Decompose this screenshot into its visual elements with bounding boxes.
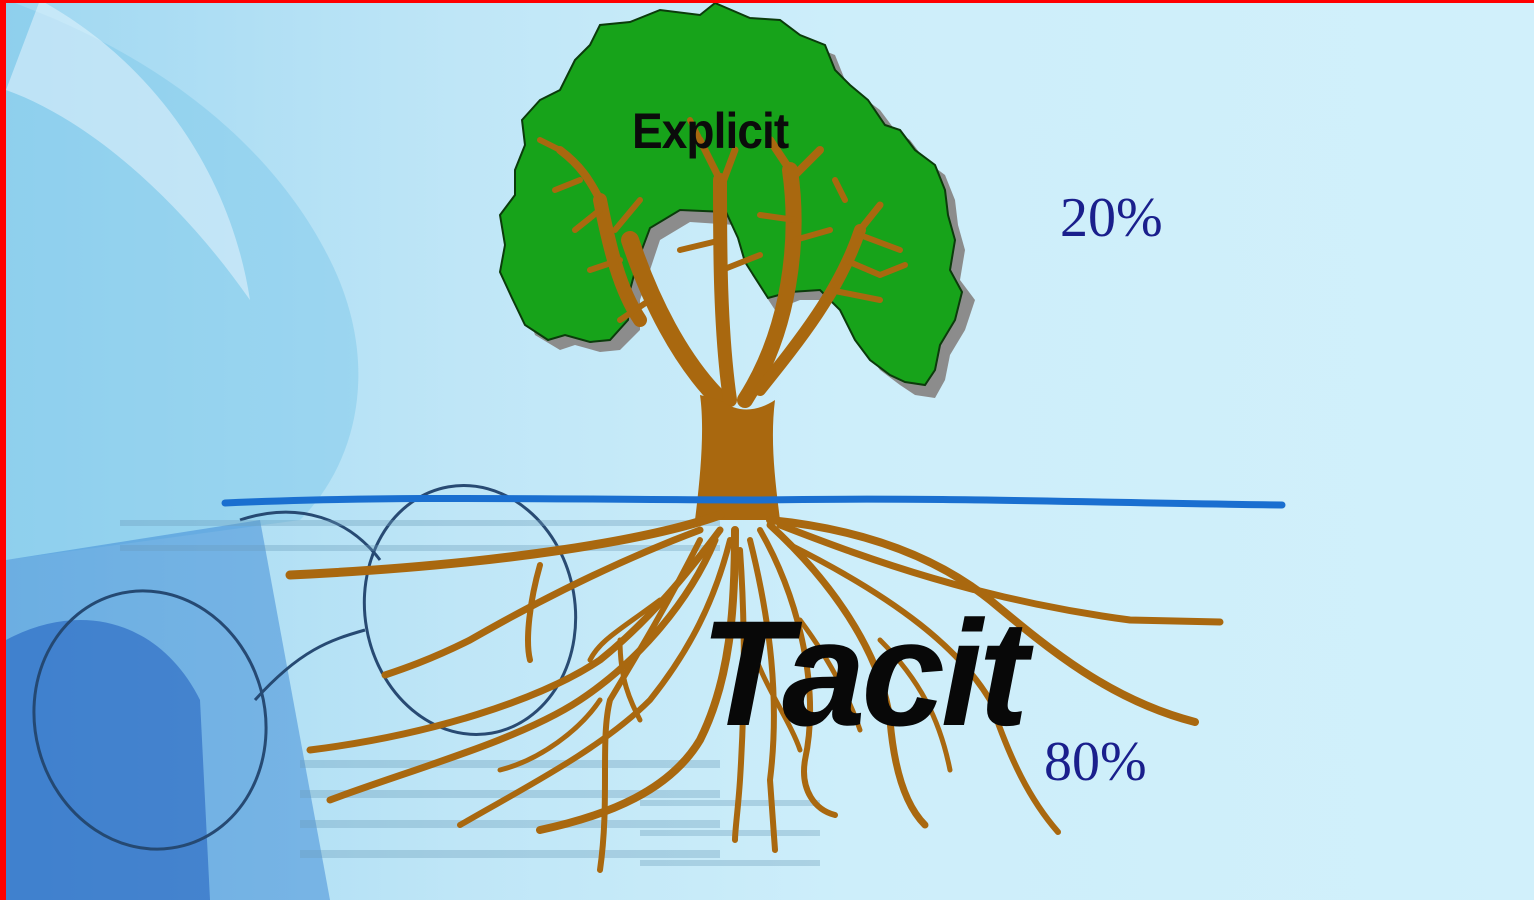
tacit-label: Tacit [700,589,1029,757]
background-decoration [6,0,820,900]
explicit-percent: 20% [1060,187,1163,249]
tree-canopy [498,1,964,387]
ground-line [221,494,1286,509]
slide-frame-top [0,0,1534,3]
tree-roots [285,510,1224,873]
tree-branches [537,117,908,409]
tree-trunk [695,395,780,520]
explicit-label: Explicit [632,103,789,159]
slide-frame-left [0,0,6,900]
tacit-percent: 80% [1044,731,1147,793]
